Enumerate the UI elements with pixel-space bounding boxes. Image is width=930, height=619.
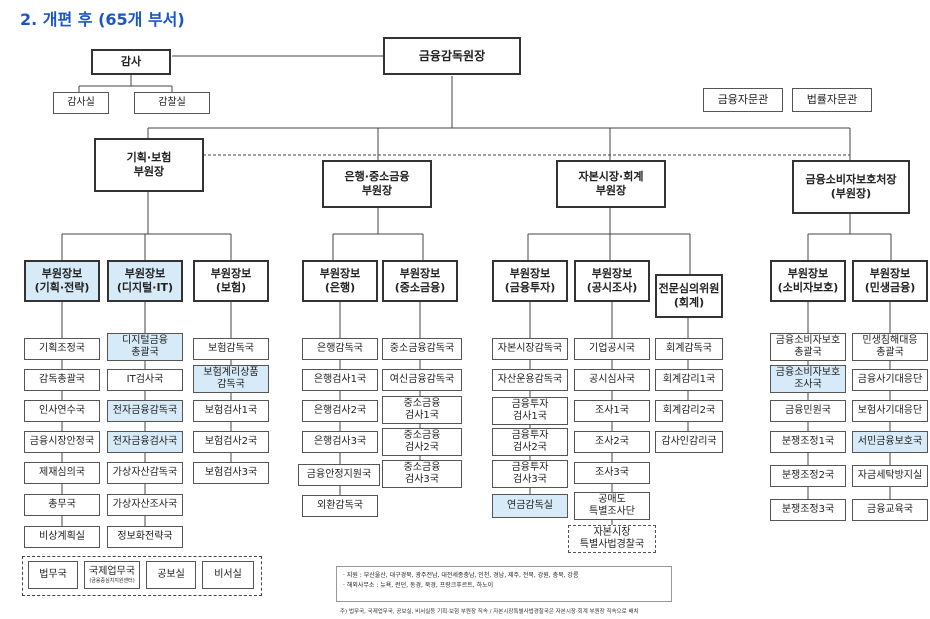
dept-box[interactable]: 금융소비자보호 조사국 bbox=[770, 365, 846, 393]
dept-box[interactable]: 가상자산조사국 bbox=[107, 494, 183, 516]
dept-box[interactable]: 서민금융보호국 bbox=[852, 431, 928, 453]
assistant-insurance-box[interactable]: 부원장보 (보험) bbox=[193, 260, 269, 302]
dept-box[interactable]: 연금감독실 bbox=[492, 494, 568, 518]
dept-box[interactable]: 조사1국 bbox=[574, 400, 650, 422]
secretary-office-box[interactable]: 비서실 bbox=[202, 561, 254, 589]
legal-advisor-box[interactable]: 법률자문관 bbox=[792, 88, 872, 112]
dept-box[interactable]: 조사2국 bbox=[574, 431, 650, 453]
dept-box[interactable]: 중소금융 검사3국 bbox=[382, 460, 462, 488]
dept-box[interactable]: 전자금융검사국 bbox=[107, 431, 183, 453]
dept-box[interactable]: 전자금융감독국 bbox=[107, 400, 183, 422]
dept-box[interactable]: 회계감리1국 bbox=[655, 369, 723, 391]
dept-box[interactable]: 자금세탁방지실 bbox=[852, 465, 928, 487]
dept-box[interactable]: 디지털금융 총괄국 bbox=[107, 333, 183, 361]
expert-accounting-box[interactable]: 전문심의위원 (회계) bbox=[655, 274, 723, 318]
footnote: 주) 법무국, 국제업무국, 공보실, 비서실등 기획·보험 부원장 직속 / … bbox=[340, 609, 639, 615]
dept-box[interactable]: 금융시장안정국 bbox=[24, 431, 100, 453]
dept-box[interactable]: 은행검사1국 bbox=[302, 369, 378, 391]
branch-note-line: · 해외사무소 : 뉴욕, 런던, 동경, 북경, 프랑크푸르트, 하노이 bbox=[343, 581, 494, 589]
branch-notes-box: · 지원 : 부산울산, 대구경북, 광주전남, 대전세종충남, 인천, 경남,… bbox=[336, 566, 672, 602]
dept-box[interactable]: 금융안정지원국 bbox=[298, 464, 380, 486]
dept-box[interactable]: 분쟁조정2국 bbox=[770, 465, 846, 487]
dept-box[interactable]: 은행검사2국 bbox=[302, 400, 378, 422]
dept-box[interactable]: 보험사기대응단 bbox=[852, 400, 928, 422]
legal-affairs-box[interactable]: 법무국 bbox=[28, 561, 78, 589]
dept-box[interactable]: 중소금융 검사2국 bbox=[382, 428, 462, 456]
dept-box[interactable]: 기획조정국 bbox=[24, 338, 100, 360]
dept-box[interactable]: 보험계리상품 감독국 bbox=[193, 365, 269, 393]
dept-box[interactable]: 외환감독국 bbox=[302, 495, 378, 517]
deputy-planning-insurance-box[interactable]: 기획·보험 부원장 bbox=[94, 138, 204, 192]
dept-box[interactable]: 자본시장감독국 bbox=[492, 338, 568, 360]
dept-box[interactable]: 민생침해대응 총괄국 bbox=[852, 333, 928, 361]
consumer-protection-head-box[interactable]: 금융소비자보호처장 (부원장) bbox=[792, 160, 910, 214]
dept-box[interactable]: 정보화전략국 bbox=[107, 526, 183, 548]
assistant-sme-box[interactable]: 부원장보 (중소금융) bbox=[382, 260, 458, 302]
dept-box[interactable]: 분쟁조정1국 bbox=[770, 431, 846, 453]
dept-box[interactable]: 분쟁조정3국 bbox=[770, 499, 846, 521]
deputy-bank-sme-box[interactable]: 은행·중소금융 부원장 bbox=[322, 160, 432, 208]
dept-box[interactable]: 조사3국 bbox=[574, 462, 650, 484]
dept-box[interactable]: 금융투자 검사2국 bbox=[492, 428, 568, 456]
dept-box[interactable]: 금융투자 검사1국 bbox=[492, 397, 568, 425]
dept-box[interactable]: 회계감독국 bbox=[655, 338, 723, 360]
assistant-investment-box[interactable]: 부원장보 (금융투자) bbox=[492, 260, 568, 302]
dept-box[interactable]: 중소금융 검사1국 bbox=[382, 396, 462, 424]
dept-box[interactable]: 가상자산감독국 bbox=[107, 462, 183, 484]
assistant-disclosure-box[interactable]: 부원장보 (공시조사) bbox=[574, 260, 650, 302]
dept-box[interactable]: 은행감독국 bbox=[302, 338, 378, 360]
dept-box[interactable]: 제재심의국 bbox=[24, 462, 100, 484]
dept-box[interactable]: 총무국 bbox=[24, 494, 100, 516]
dept-box[interactable]: 금융사기대응단 bbox=[852, 369, 928, 391]
governor-box[interactable]: 금융감독원장 bbox=[383, 37, 521, 75]
dept-box[interactable]: 금융민원국 bbox=[770, 400, 846, 422]
direct-units-group bbox=[22, 556, 262, 596]
dept-box[interactable]: 보험검사1국 bbox=[193, 400, 269, 422]
dept-box[interactable]: 보험감독국 bbox=[193, 338, 269, 360]
dept-box[interactable]: 은행검사3국 bbox=[302, 431, 378, 453]
deputy-capital-accounting-box[interactable]: 자본시장·회계 부원장 bbox=[556, 160, 666, 208]
dept-box[interactable]: 금융소비자보호 총괄국 bbox=[770, 333, 846, 361]
dept-box[interactable]: 금융투자 검사3국 bbox=[492, 460, 568, 488]
dept-box[interactable]: 기업공시국 bbox=[574, 338, 650, 360]
audit-office-box[interactable]: 감사실 bbox=[53, 92, 109, 114]
dept-box[interactable]: 자본시장 특별사법경찰국 bbox=[568, 525, 656, 553]
dept-box[interactable]: 금융교육국 bbox=[852, 499, 928, 521]
page-title: 2. 개편 후 (65개 부서) bbox=[20, 10, 185, 29]
branch-note-line: · 지원 : 부산울산, 대구경북, 광주전남, 대전세종충남, 인천, 경남,… bbox=[343, 572, 579, 579]
dept-box[interactable]: 보험검사2국 bbox=[193, 431, 269, 453]
dept-box[interactable]: 인사연수국 bbox=[24, 400, 100, 422]
dept-box[interactable]: IT검사국 bbox=[107, 369, 183, 391]
international-affairs-label: 국제업무국 bbox=[89, 565, 135, 577]
dept-box[interactable]: 중소금융감독국 bbox=[382, 338, 462, 360]
international-affairs-note: (금융중심지지원센터) bbox=[89, 578, 135, 585]
dept-box[interactable]: 감독총괄국 bbox=[24, 369, 100, 391]
dept-box[interactable]: 감사인감리국 bbox=[655, 431, 723, 453]
international-affairs-box[interactable]: 국제업무국 (금융중심지지원센터) bbox=[84, 561, 140, 589]
audit-box[interactable]: 감사 bbox=[91, 49, 171, 75]
dept-box[interactable]: 공시심사국 bbox=[574, 369, 650, 391]
dept-box[interactable]: 자산운용감독국 bbox=[492, 369, 568, 391]
assistant-consumer-box[interactable]: 부원장보 (소비자보호) bbox=[770, 260, 846, 302]
dept-box[interactable]: 회계감리2국 bbox=[655, 400, 723, 422]
dept-box[interactable]: 여신금융감독국 bbox=[382, 369, 462, 391]
inspection-office-box[interactable]: 감찰실 bbox=[134, 92, 210, 114]
assistant-planning-strategy-box[interactable]: 부원장보 (기획·전략) bbox=[24, 260, 100, 302]
assistant-bank-box[interactable]: 부원장보 (은행) bbox=[302, 260, 378, 302]
dept-box[interactable]: 비상계획실 bbox=[24, 526, 100, 548]
assistant-livelihood-box[interactable]: 부원장보 (민생금융) bbox=[852, 260, 928, 302]
press-office-box[interactable]: 공보실 bbox=[146, 561, 196, 589]
finance-advisor-box[interactable]: 금융자문관 bbox=[703, 88, 783, 112]
assistant-digital-it-box[interactable]: 부원장보 (디지털·IT) bbox=[107, 260, 183, 302]
dept-box[interactable]: 공매도 특별조사단 bbox=[574, 492, 650, 520]
dept-box[interactable]: 보험검사3국 bbox=[193, 462, 269, 484]
